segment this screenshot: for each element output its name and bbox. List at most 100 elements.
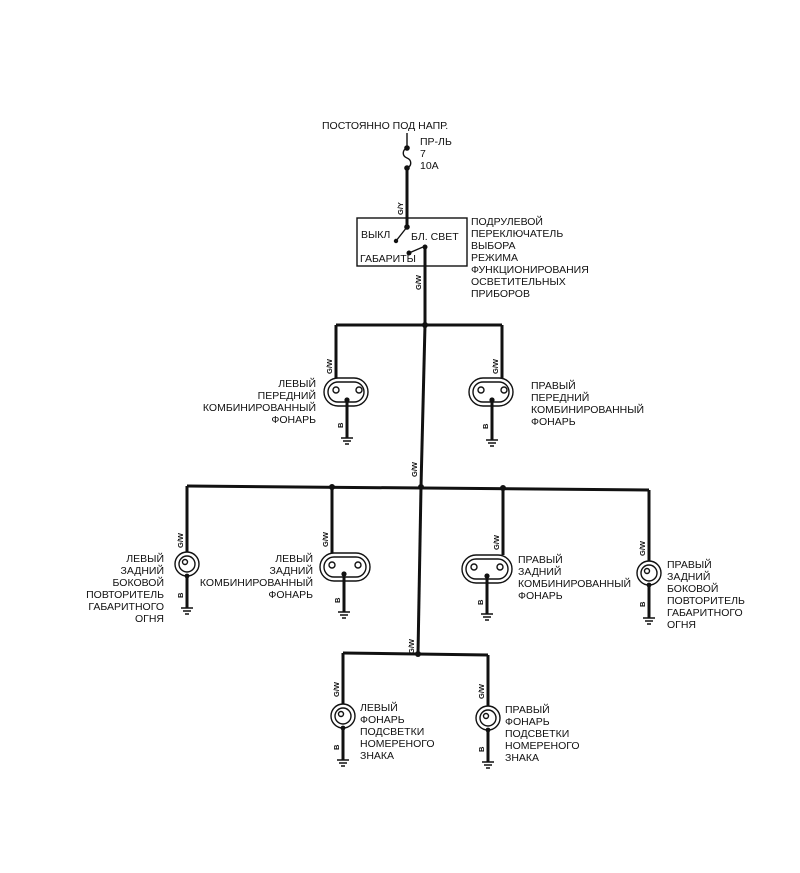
lamp-label: ФОНАРЬ <box>518 590 563 602</box>
fuse-node-top <box>404 145 410 151</box>
wire-code-light: G/W <box>176 532 185 548</box>
switch-name: ВЫБОРА <box>471 240 516 252</box>
lamp-side-left: G/W B <box>174 486 200 615</box>
lamp-label: ФОНАРЬ <box>505 716 550 728</box>
ground-symbol <box>341 437 353 445</box>
wire-code-ground: B <box>336 422 345 428</box>
lamp-label: ЗАДНИЙ <box>667 570 710 583</box>
switch-box <box>356 217 468 267</box>
switch-name: ПРИБОРОВ <box>471 288 530 300</box>
switch-blade <box>408 246 424 254</box>
wire-code-ground: B <box>476 599 485 605</box>
ground-symbol <box>481 613 493 621</box>
wire-main-3 <box>416 486 423 655</box>
lamp-label: БОКОВОЙ <box>667 582 718 595</box>
wire-code-light: G/W <box>410 461 419 477</box>
wire-code-light: G/W <box>492 534 501 550</box>
lamp-label: ПРАВЫЙ <box>505 703 550 716</box>
wire-code-light: G/W <box>638 540 647 556</box>
junction-plate <box>415 651 421 657</box>
lamp-label: ПЕРЕДНИЙ <box>258 389 316 402</box>
wire-code-ground: B <box>481 423 490 429</box>
lamp-label: ЗАДНИЙ <box>270 564 313 577</box>
lamp-label: ЗНАКА <box>360 750 394 762</box>
switch-head-label: БЛ. СВЕТ <box>411 231 459 243</box>
lamp-label: ГАБАРИТНОГО <box>667 607 743 619</box>
switch-off-label: ВЫКЛ <box>361 229 390 241</box>
ground-symbol <box>486 439 498 447</box>
wire-code-light: G/W <box>407 638 416 654</box>
lamp-label: ФОНАРЬ <box>271 414 316 426</box>
lamp-label: КОМБИНИРОВАННЫЙ <box>203 401 316 414</box>
lamp-label: ЛЕВЫЙ <box>126 552 164 565</box>
lamp-label: ГАБАРИТНОГО <box>88 601 164 613</box>
lamp-label: ЗАДНИЙ <box>121 564 164 577</box>
switch-park-label: ГАБАРИТЫ <box>360 253 416 265</box>
fuse-line: 10A <box>420 160 439 172</box>
lamp-label: ПРАВЫЙ <box>667 558 712 571</box>
lamp-front-right: G/W B <box>468 325 514 447</box>
lamp-label: ЗНАКА <box>505 752 539 764</box>
wire-code-ground: B <box>333 597 342 603</box>
lamp-front-left: G/W B <box>323 325 369 445</box>
supply-label: ПОСТОЯННО ПОД НАПР. <box>322 120 448 132</box>
lamp-label: ПРАВЫЙ <box>518 553 563 566</box>
lamp-side-right: G/W B <box>636 490 662 625</box>
wire-code-light: G/W <box>414 274 423 290</box>
lamp-label: ФОНАРЬ <box>531 416 576 428</box>
lamp-label: БОКОВОЙ <box>113 576 164 589</box>
lamp-label: КОМБИНИРОВАННЫЙ <box>200 576 313 589</box>
wire-code-light: G/W <box>491 358 500 374</box>
wire-code-supply: G/Y <box>396 202 405 215</box>
lamp-label: ФОНАРЬ <box>360 714 405 726</box>
lamp-label: ЛЕВЫЙ <box>278 377 316 390</box>
fuse-line: 7 <box>420 148 426 160</box>
lamp-label: ПОДСВЕТКИ <box>505 728 569 740</box>
lamp-label: ЛЕВЫЙ <box>275 552 313 565</box>
ground-symbol <box>643 617 655 625</box>
lamp-label: КОМБИНИРОВАННЫЙ <box>531 403 644 416</box>
lamp-label: ФОНАРЬ <box>268 589 313 601</box>
wire-code-ground: B <box>477 746 486 752</box>
fuse-line: ПР-ЛЬ <box>420 136 452 148</box>
lamp-label: НОМЕРЕНОГО <box>360 738 435 750</box>
switch-contact <box>406 250 412 256</box>
wire-code-light: G/W <box>325 358 334 374</box>
bus-rear <box>186 484 650 492</box>
lamp-label: ОГНЯ <box>135 613 164 625</box>
lamp-label: ОГНЯ <box>667 619 696 631</box>
switch-lever <box>395 226 408 242</box>
switch-contact-off <box>393 238 399 244</box>
switch-name: ФУНКЦИОНИРОВАНИЯ <box>471 264 589 276</box>
lamp-label: ПОДСВЕТКИ <box>360 726 424 738</box>
wire-code-ground: B <box>176 592 185 598</box>
switch-name: ОСВЕТИТЕЛЬНЫХ <box>471 276 566 288</box>
switch-name: РЕЖИМА <box>471 252 518 264</box>
lamp-label: КОМБИНИРОВАННЫЙ <box>518 577 631 590</box>
lamp-label: ПОВТОРИТЕЛЬ <box>86 589 164 601</box>
lamp-label: НОМЕРЕНОГО <box>505 740 580 752</box>
ground-symbol <box>338 611 350 619</box>
lamp-label: ПОВТОРИТЕЛЬ <box>667 595 745 607</box>
lamp-label: ЛЕВЫЙ <box>360 701 398 714</box>
lamp-rear-right: G/W B <box>461 488 513 621</box>
wire-code-light: G/W <box>332 681 341 697</box>
lamp-label: ЗАДНИЙ <box>518 565 561 578</box>
wire-code-light: G/W <box>477 683 486 699</box>
lamp-plate-left: G/W B <box>330 653 356 767</box>
switch-name: ПОДРУЛЕВОЙ <box>471 215 543 228</box>
wire-code-ground: B <box>638 601 647 607</box>
switch-name: ПЕРЕКЛЮЧАТЕЛЬ <box>471 228 563 240</box>
lamp-rear-left: G/W B <box>319 487 371 619</box>
ground-symbol <box>181 607 193 615</box>
lamp-label: ПРАВЫЙ <box>531 379 576 392</box>
wire-code-ground: B <box>332 744 341 750</box>
wire-code-light: G/W <box>321 531 330 547</box>
lamp-label: ПЕРЕДНИЙ <box>531 391 589 404</box>
fuse-symbol <box>402 147 412 169</box>
lamp-plate-right: G/W B <box>475 655 501 769</box>
ground-symbol <box>337 759 349 767</box>
ground-symbol <box>482 761 494 769</box>
wire-main-2 <box>419 324 427 488</box>
